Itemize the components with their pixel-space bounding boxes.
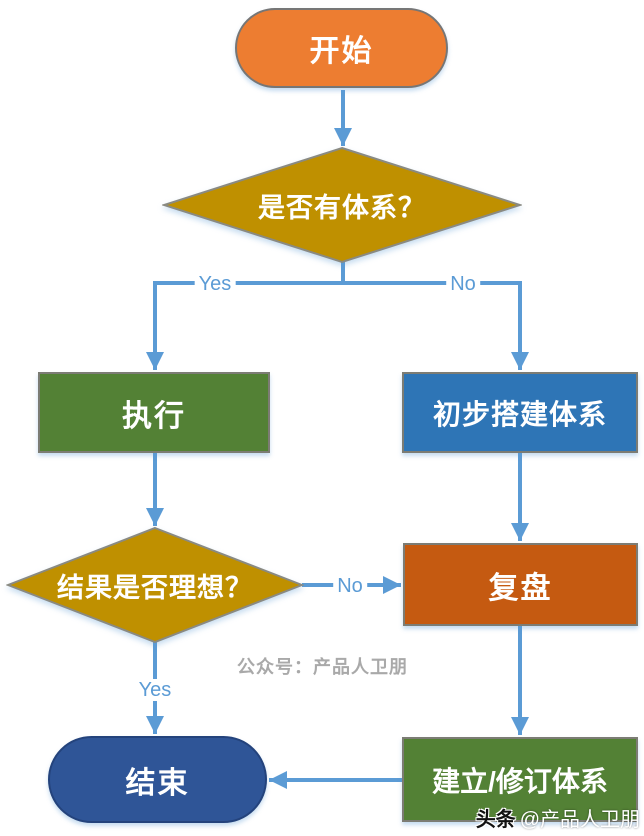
node-execute: 执行 [38,372,270,453]
watermark-handle: @产品人卫朋 [519,809,640,831]
node-start: 开始 [235,8,448,88]
node-review-label: 复盘 [488,571,553,605]
watermark-center: 公众号：产品人卫朋 [237,657,408,677]
watermark-corner: 头条@产品人卫朋 [476,803,640,832]
edge-label-no-has-system: No [446,273,480,295]
node-has-system-label: 是否有体系？ [258,192,426,223]
node-result-ideal: 结果是否理想？ [6,526,304,644]
decision-diamond-polygon [6,526,304,644]
decision-diamond-shape [6,526,304,644]
node-execute-label: 执行 [122,399,186,433]
connector-has-system-yes-to-execute [146,262,345,370]
node-has-system: 是否有体系？ [162,146,522,264]
node-build-system-label: 初步搭建体系 [432,398,607,430]
edge-label-yes-has-system: Yes [194,273,236,295]
decision-diamond-shape [162,146,522,264]
node-revise-label: 建立/修订体系 [432,765,608,797]
connector-has-system-no-to-build-system [343,281,529,370]
decision-diamond-polygon [162,146,522,264]
node-review: 复盘 [403,543,638,626]
node-result-ideal-label: 结果是否理想？ [57,572,253,603]
node-start-label: 开始 [309,35,374,68]
node-end-label: 结束 [125,766,190,800]
node-revise: 建立/修订体系 [402,737,638,822]
node-build-system: 初步搭建体系 [402,372,638,453]
edge-label-yes-result-ideal: Yes [134,679,176,701]
node-end: 结束 [48,736,267,823]
edge-label-no-result-ideal: No [333,575,367,597]
watermark-brand-toutiao: 头条 [475,809,516,831]
